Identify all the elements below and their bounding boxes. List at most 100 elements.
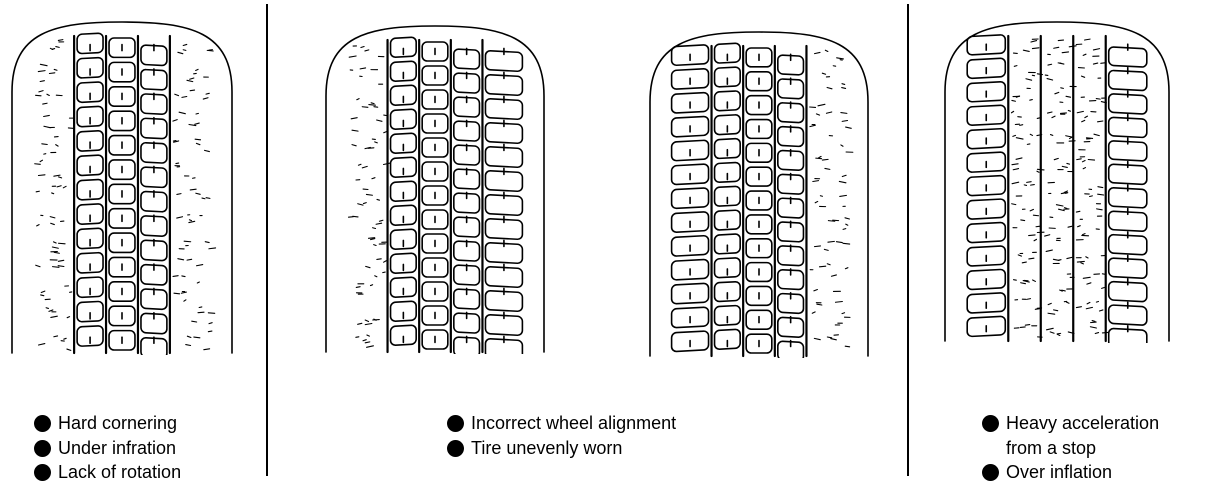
worn-speckle xyxy=(54,242,57,243)
worn-speckle xyxy=(49,73,54,74)
worn-speckle xyxy=(197,282,199,283)
tire-outline xyxy=(945,22,1169,341)
worn-speckle xyxy=(173,276,178,277)
cause-lack-of-rotation: Lack of rotation xyxy=(34,460,181,485)
worn-speckle xyxy=(1030,100,1033,101)
worn-speckle xyxy=(1031,41,1037,42)
worn-speckle xyxy=(824,249,828,250)
worn-speckle xyxy=(1068,226,1072,227)
worn-speckle xyxy=(1093,63,1097,64)
worn-speckle xyxy=(1033,215,1038,216)
worn-speckle xyxy=(67,317,69,318)
cause-hard-cornering: Hard cornering xyxy=(34,411,181,436)
worn-speckle xyxy=(351,118,357,119)
worn-speckle xyxy=(814,246,820,247)
worn-speckle xyxy=(1024,185,1026,186)
worn-speckle xyxy=(1062,166,1067,167)
worn-speckle xyxy=(1066,193,1068,194)
caption-left: Hard cornering Under infration Lack of r… xyxy=(34,411,181,485)
worn-speckle xyxy=(1083,54,1086,55)
worn-speckle xyxy=(361,47,364,48)
worn-speckle xyxy=(183,44,187,45)
worn-speckle xyxy=(822,73,825,74)
worn-speckle xyxy=(54,69,57,70)
worn-speckle xyxy=(173,120,177,121)
worn-speckle xyxy=(1011,111,1013,112)
worn-speckle xyxy=(842,84,845,85)
worn-speckle xyxy=(1067,163,1070,164)
worn-speckle xyxy=(1016,158,1022,159)
worn-speckle xyxy=(1030,209,1033,210)
worn-speckle xyxy=(1057,334,1060,335)
worn-speckle xyxy=(1050,135,1052,136)
worn-speckle xyxy=(1021,283,1026,284)
worn-speckle xyxy=(384,261,387,262)
worn-speckle xyxy=(814,290,818,291)
tire-illustration-outer-shoulder-wear xyxy=(646,20,872,358)
worn-speckle xyxy=(187,336,191,337)
worn-speckle xyxy=(182,97,187,98)
worn-speckle xyxy=(184,241,191,242)
worn-speckle xyxy=(1054,158,1058,159)
worn-speckle xyxy=(199,307,202,308)
worn-speckle xyxy=(1087,302,1090,303)
worn-speckle xyxy=(190,78,194,79)
worn-speckle xyxy=(1012,204,1016,205)
worn-speckle xyxy=(1076,211,1080,212)
worn-speckle xyxy=(1066,302,1069,303)
worn-speckle xyxy=(1086,307,1092,308)
worn-speckle xyxy=(1026,79,1032,80)
worn-speckle xyxy=(58,266,64,267)
worn-speckle xyxy=(36,265,40,266)
cause-heavy-acceleration: Heavy acceleration xyxy=(982,411,1159,436)
worn-speckle xyxy=(57,186,61,187)
worn-speckle xyxy=(50,217,55,218)
worn-speckle xyxy=(37,225,39,226)
worn-speckle xyxy=(178,259,184,260)
worn-speckle xyxy=(837,58,844,59)
worn-speckle xyxy=(54,175,60,176)
worn-speckle xyxy=(64,338,66,339)
worn-speckle xyxy=(371,239,375,240)
worn-speckle xyxy=(1018,255,1021,256)
bullet-icon xyxy=(982,464,999,481)
worn-speckle xyxy=(54,252,59,253)
bullet-icon xyxy=(447,415,464,432)
worn-speckle xyxy=(36,191,39,192)
worn-speckle xyxy=(842,175,846,176)
worn-speckle xyxy=(1014,66,1017,67)
worn-speckle xyxy=(44,126,50,127)
worn-speckle xyxy=(377,259,381,260)
worn-speckle xyxy=(183,50,186,51)
worn-speckle xyxy=(190,90,194,91)
worn-speckle xyxy=(1031,185,1035,186)
worn-speckle xyxy=(366,266,370,267)
worn-speckle xyxy=(827,264,830,265)
worn-speckle xyxy=(43,103,47,104)
worn-speckle xyxy=(365,50,369,51)
worn-speckle xyxy=(1091,322,1097,323)
worn-speckle xyxy=(1027,299,1031,300)
worn-speckle xyxy=(1052,116,1055,117)
worn-speckle xyxy=(841,113,847,114)
worn-speckle xyxy=(1012,182,1019,183)
worn-speckle xyxy=(1053,259,1059,260)
worn-speckle xyxy=(1077,111,1083,112)
worn-speckle xyxy=(209,323,212,324)
worn-speckle xyxy=(816,158,822,159)
bullet-icon xyxy=(447,440,464,457)
worn-speckle xyxy=(1081,263,1084,264)
worn-speckle xyxy=(1096,301,1098,302)
worn-speckle xyxy=(1067,257,1072,258)
worn-speckle xyxy=(53,267,59,268)
worn-speckle xyxy=(831,339,837,340)
worn-speckle xyxy=(67,349,71,350)
worn-speckle xyxy=(846,224,848,225)
panel-divider-left xyxy=(266,4,268,476)
worn-speckle xyxy=(206,93,209,94)
worn-speckle xyxy=(196,143,199,144)
worn-speckle xyxy=(825,168,830,169)
worn-speckle xyxy=(40,160,42,161)
worn-speckle xyxy=(1081,76,1084,77)
worn-speckle xyxy=(358,323,362,324)
